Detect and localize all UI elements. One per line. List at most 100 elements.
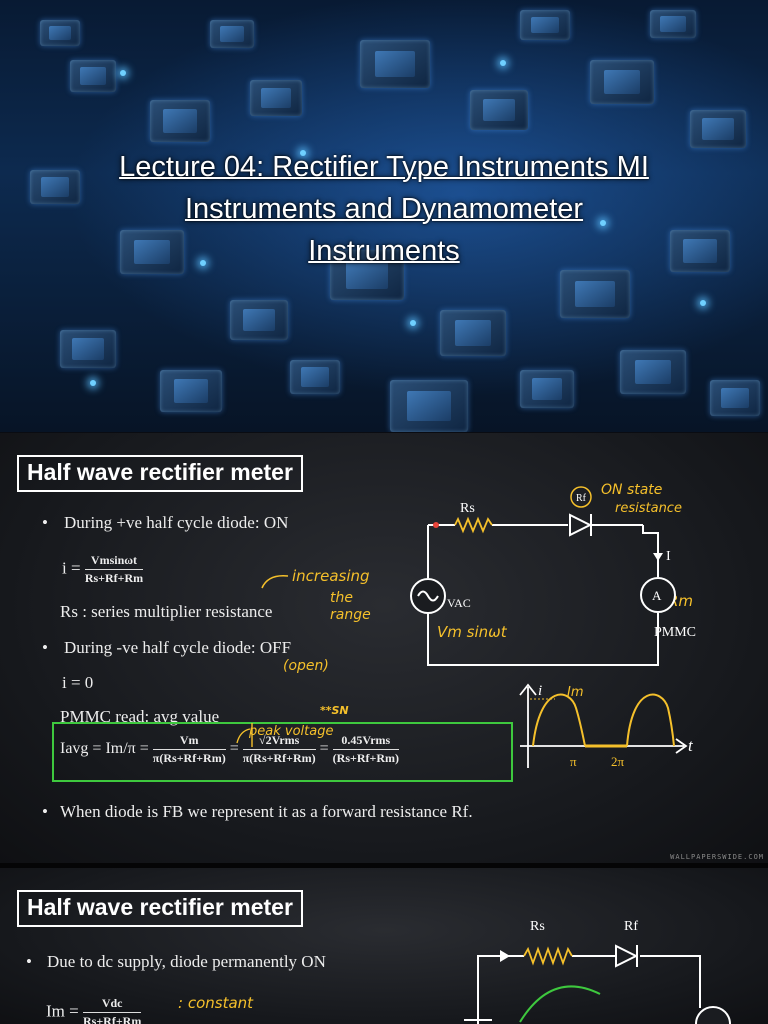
eq2-fraction-3: 0.45Vrms (Rs+Rf+Rm) — [332, 733, 399, 766]
eq2-lhs: Iavg = Im/π = — [60, 740, 149, 758]
graph-x-label: t — [688, 736, 694, 755]
led-glow — [410, 320, 416, 326]
half-wave-pulse-2 — [626, 693, 675, 747]
slide-heading: Half wave rectifier meter — [17, 890, 303, 927]
chip-die — [173, 379, 209, 403]
dc-current-arrow-icon — [500, 950, 510, 962]
chip-die — [531, 16, 559, 34]
ammeter-icon — [640, 577, 676, 613]
circuit-wires — [427, 525, 659, 666]
average-current-box — [52, 722, 513, 782]
title-line-2: Instruments and Dynamometer — [184, 193, 584, 225]
note-on-state: ON state — [601, 482, 663, 498]
eq1-numerator: Vmsinωt — [84, 553, 144, 570]
led-glow — [500, 60, 506, 66]
rf-circle-icon — [570, 486, 592, 508]
chip-die — [683, 239, 717, 263]
label-ammeter: A — [652, 588, 662, 603]
note-vm-sinwt: Vm sinωt — [437, 623, 507, 641]
chip-die — [702, 118, 734, 140]
chip-die — [301, 367, 329, 387]
slide2-drawing: Rs Rf VAC I A PMMC i t π 2π — [236, 486, 696, 769]
chip — [590, 60, 654, 104]
bullet-diode-permanently-on: Due to dc supply, diode permanently ON — [47, 952, 326, 971]
eq2-f3-denominator: (Rs+Rf+Rm) — [332, 751, 399, 765]
bullet-dot: • — [42, 638, 48, 657]
pmmc-read: PMMC read: avg value — [60, 707, 220, 726]
chip-die — [163, 109, 197, 133]
i-zero: i = 0 — [62, 673, 94, 692]
label-current: I — [666, 549, 671, 564]
dc-current-equation: Im = Vdc Rs+Rf+Rm — [46, 996, 142, 1024]
eq1-fraction: Vmsinωt Rs+Rf+Rm — [84, 553, 144, 586]
label-pmmc: PMMC — [654, 625, 696, 640]
watermark: WALLPAPERSWIDE.COM — [670, 853, 764, 861]
note-peak-voltage: peak voltage — [249, 724, 334, 739]
chip — [670, 230, 730, 272]
chip-die — [721, 387, 749, 409]
eq2-fraction-2: √2Vrms π(Rs+Rf+Rm) — [242, 733, 316, 766]
dc-numerator: Vdc — [82, 996, 142, 1013]
chip-die — [407, 391, 451, 421]
diode-icon — [569, 513, 593, 537]
chip-die — [346, 261, 388, 289]
chip — [710, 380, 760, 416]
y-arrow-icon — [519, 683, 537, 696]
bullet-dot: • — [42, 513, 48, 532]
note-resistance: resistance — [615, 501, 682, 516]
chip — [230, 300, 288, 340]
half-wave-pulse-1 — [532, 693, 586, 747]
chip-die — [634, 359, 672, 385]
led-glow — [700, 300, 706, 306]
eq1-lhs: i = — [62, 558, 81, 578]
bullet-diode-off: During -ve half cycle diode: OFF — [64, 638, 292, 657]
chip-die — [375, 50, 415, 78]
chip-die — [242, 308, 276, 332]
slide3-drawing: Rs Rf — [464, 919, 731, 1024]
resistor-rs-icon — [454, 516, 493, 534]
graph-y-label: i — [538, 683, 542, 699]
title-line-1: Lecture 04: Rectifier Type Instruments M… — [119, 151, 649, 183]
note-range: range — [330, 607, 371, 623]
chip-die — [660, 16, 686, 32]
graph-tick-2pi: 2π — [611, 754, 625, 769]
dc-denominator: Rs+Rf+Rm — [82, 1014, 142, 1024]
chip — [520, 370, 574, 408]
chip — [210, 20, 254, 48]
chip-die — [72, 338, 104, 360]
label-vac: VAC — [447, 596, 471, 610]
chip — [440, 310, 506, 356]
chip — [620, 350, 686, 394]
dc-current-path-icon — [519, 985, 601, 1023]
x-arrow-icon — [675, 738, 688, 754]
graph-tick-pi: π — [570, 754, 577, 769]
chip-die — [531, 378, 563, 400]
eq2-f1-numerator: Vm — [152, 733, 226, 750]
chip — [290, 360, 340, 394]
average-current-equation: Iavg = Im/π = Vm π(Rs+Rf+Rm) = √2Vrms π(… — [60, 733, 399, 766]
chip — [30, 170, 80, 204]
eq2-f3-numerator: 0.45Vrms — [332, 733, 399, 750]
bullet-dot: • — [42, 802, 48, 821]
dc-diode-icon — [615, 944, 639, 968]
chip-die — [80, 67, 106, 85]
chip — [150, 100, 210, 142]
note-stars: **SN — [320, 704, 349, 717]
half-wave-slide: Half wave rectifier meter • During +ve h… — [0, 433, 768, 863]
eq2-fraction-1: Vm π(Rs+Rf+Rm) — [152, 733, 226, 766]
chip — [470, 90, 528, 130]
dc-fraction: Vdc Rs+Rf+Rm — [82, 996, 142, 1024]
dc-label-rf: Rf — [624, 919, 638, 934]
chip — [390, 380, 468, 432]
note-the: the — [330, 590, 353, 606]
chip-die — [604, 69, 640, 95]
bullet-dot: • — [26, 952, 32, 971]
bullet-diode-on: During +ve half cycle diode: ON — [64, 513, 289, 532]
led-glow — [90, 380, 96, 386]
chip-die — [48, 25, 72, 41]
chip — [330, 250, 404, 300]
led-glow — [300, 150, 306, 156]
bullet-forward-resistance: When diode is FB we represent it as a fo… — [60, 802, 473, 821]
note-constant: : constant — [178, 994, 254, 1012]
dc-label-rs: Rs — [530, 919, 545, 934]
